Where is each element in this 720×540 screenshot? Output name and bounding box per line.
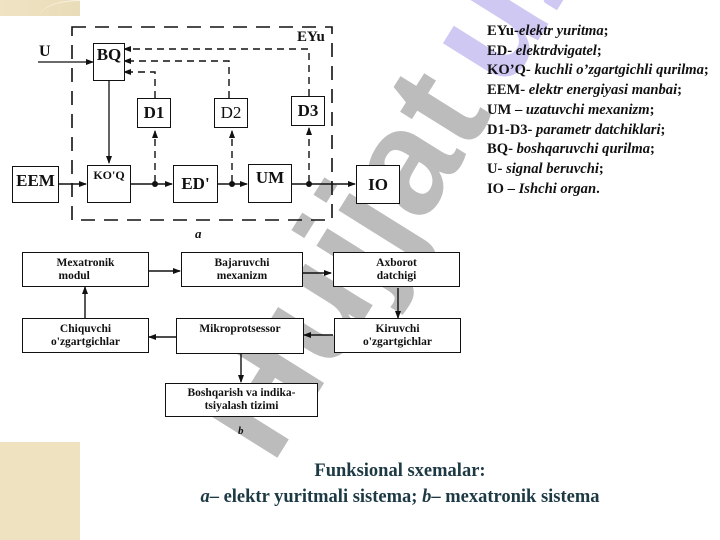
block-d2: D2 [214,98,248,128]
caption-title: Funksional sxemalar: [314,461,486,481]
block-axborot-line1: Axborot [376,256,417,269]
block-d1-label: D1 [143,103,165,122]
legend-end: ; [677,82,683,99]
caption-a-text: – elektr yuritmali sistema; [209,487,423,507]
legend-abbr: U- [487,160,507,177]
block-d1: D1 [137,98,171,128]
legend-end: ; [598,160,604,177]
block-boshqarish: Boshqarish va indika-tsiyalash tizimi [165,383,318,417]
caption-b-letter: b [422,487,432,507]
block-d3: D3 [291,96,325,126]
legend-abbr: UM – [487,101,526,118]
figure-caption: Funksional sxemalar: a– elektr yuritmali… [120,458,680,510]
block-mexatronik-line2: modul [58,269,90,282]
block-eem-label: EEM [16,171,55,190]
legend-desc: elektr energiyasi manbai [528,82,678,99]
legend-desc: elektrdvigatel [515,42,597,59]
legend-end: . [596,180,600,197]
block-ed: ED' [173,165,218,203]
block-chiquvchi-line2: o'zgartgichlar [51,335,120,348]
legend-end: ; [660,121,666,138]
legend-desc: uzatuvchi mexanizm [525,101,650,118]
junction-dot [229,181,235,187]
block-um: UM [248,164,292,203]
legend-item: U- signal beruvchi; [487,160,712,180]
legend-item: KO’Q- kuchli o’zgartgichli qurilma; [487,61,712,81]
legend-desc: parametr datchiklari [536,121,661,138]
block-bajaruvchi-line2: mexanizm [216,269,268,282]
legend-desc: elektr yuritma [518,23,604,39]
caption-a-letter: a [200,487,210,507]
diagram-a-label: a [195,226,202,241]
legend-abbr: IO – [487,180,519,197]
caption-b-text: – mexatronik sistema [431,487,600,507]
block-um-label: UM [255,168,285,187]
junction-dot [306,181,312,187]
legend-item: IO – Ishchi organ. [487,180,712,200]
decorative-corner-bottom-left [0,442,80,540]
block-mikroprotsessor: Mikroprotsessor [176,318,304,354]
legend-end: ; [603,23,609,39]
feedback-d1 [123,69,156,98]
legend-end: ; [650,141,655,158]
block-d2-label: D2 [220,103,242,122]
boundary-label-eyu: EYu [297,29,325,45]
legend-abbr: BQ- [487,141,517,158]
legend: EYu-elektr yuritma; ED- elektrdvigatel; … [487,22,712,199]
legend-desc: boshqaruvchi qurilma [516,141,650,158]
legend-end: ; [703,62,709,79]
input-label-u: U [39,43,51,60]
legend-abbr: D1-D3- [487,121,537,138]
legend-end: ; [649,101,655,118]
block-io-label: IO [368,174,388,194]
block-axborot-line2: datchigi [376,269,417,282]
legend-item: D1-D3- parametr datchiklari; [487,121,712,141]
block-io: IO [356,165,400,204]
block-bq-label: BQ [96,45,122,64]
legend-desc: kuchli o’zgartgichli qurilma [534,62,704,79]
feedback-d2 [123,58,230,98]
decorative-corner-top-left [0,0,80,16]
legend-abbr: KO’Q- [487,62,535,79]
caption-subtitle: a– elektr yuritmali sistema; b– mexatron… [120,484,680,510]
legend-item: UM – uzatuvchi mexanizm; [487,101,712,121]
block-boshqarish-line2: tsiyalash tizimi [204,400,279,412]
block-kiruvchi-line2: o'zgartgichlar [363,335,432,348]
legend-item: BQ- boshqaruvchi qurilma; [487,140,712,160]
block-mexatronik-line1: Mexatronik [56,256,115,269]
legend-item: ED- elektrdvigatel; [487,42,712,62]
block-kiruvchi-line1: Kiruvchi [375,322,420,335]
block-bajaruvchi-line1: Bajaruvchi [214,256,270,269]
legend-end: ; [596,42,602,59]
block-chiquvchi-line1: Chiquvchi [59,322,112,335]
block-ed-label: ED' [181,174,210,193]
block-eem: EEM [12,166,59,203]
block-koq-label: KO'Q [93,168,125,182]
legend-item: EYu-elektr yuritma; [487,22,712,42]
legend-abbr: EYu- [487,23,519,39]
feedback-d3 [123,46,310,96]
legend-desc: signal beruvchi [506,160,599,177]
legend-abbr: EEM- [487,82,529,99]
junction-dot [152,181,158,187]
block-boshqarish-line1: Boshqarish va indika- [187,387,296,399]
block-bq: BQ [93,43,125,81]
diagram-b-label: b [238,425,244,437]
legend-desc: Ishchi organ [518,180,597,197]
block-mikro-label: Mikroprotsessor [199,323,281,335]
legend-item: EEM- elektr energiyasi manbai; [487,81,712,101]
block-koq: KO'Q [87,165,131,203]
block-d3-label: D3 [297,101,319,120]
legend-abbr: ED- [487,42,516,59]
eyu-boundary [71,26,333,221]
